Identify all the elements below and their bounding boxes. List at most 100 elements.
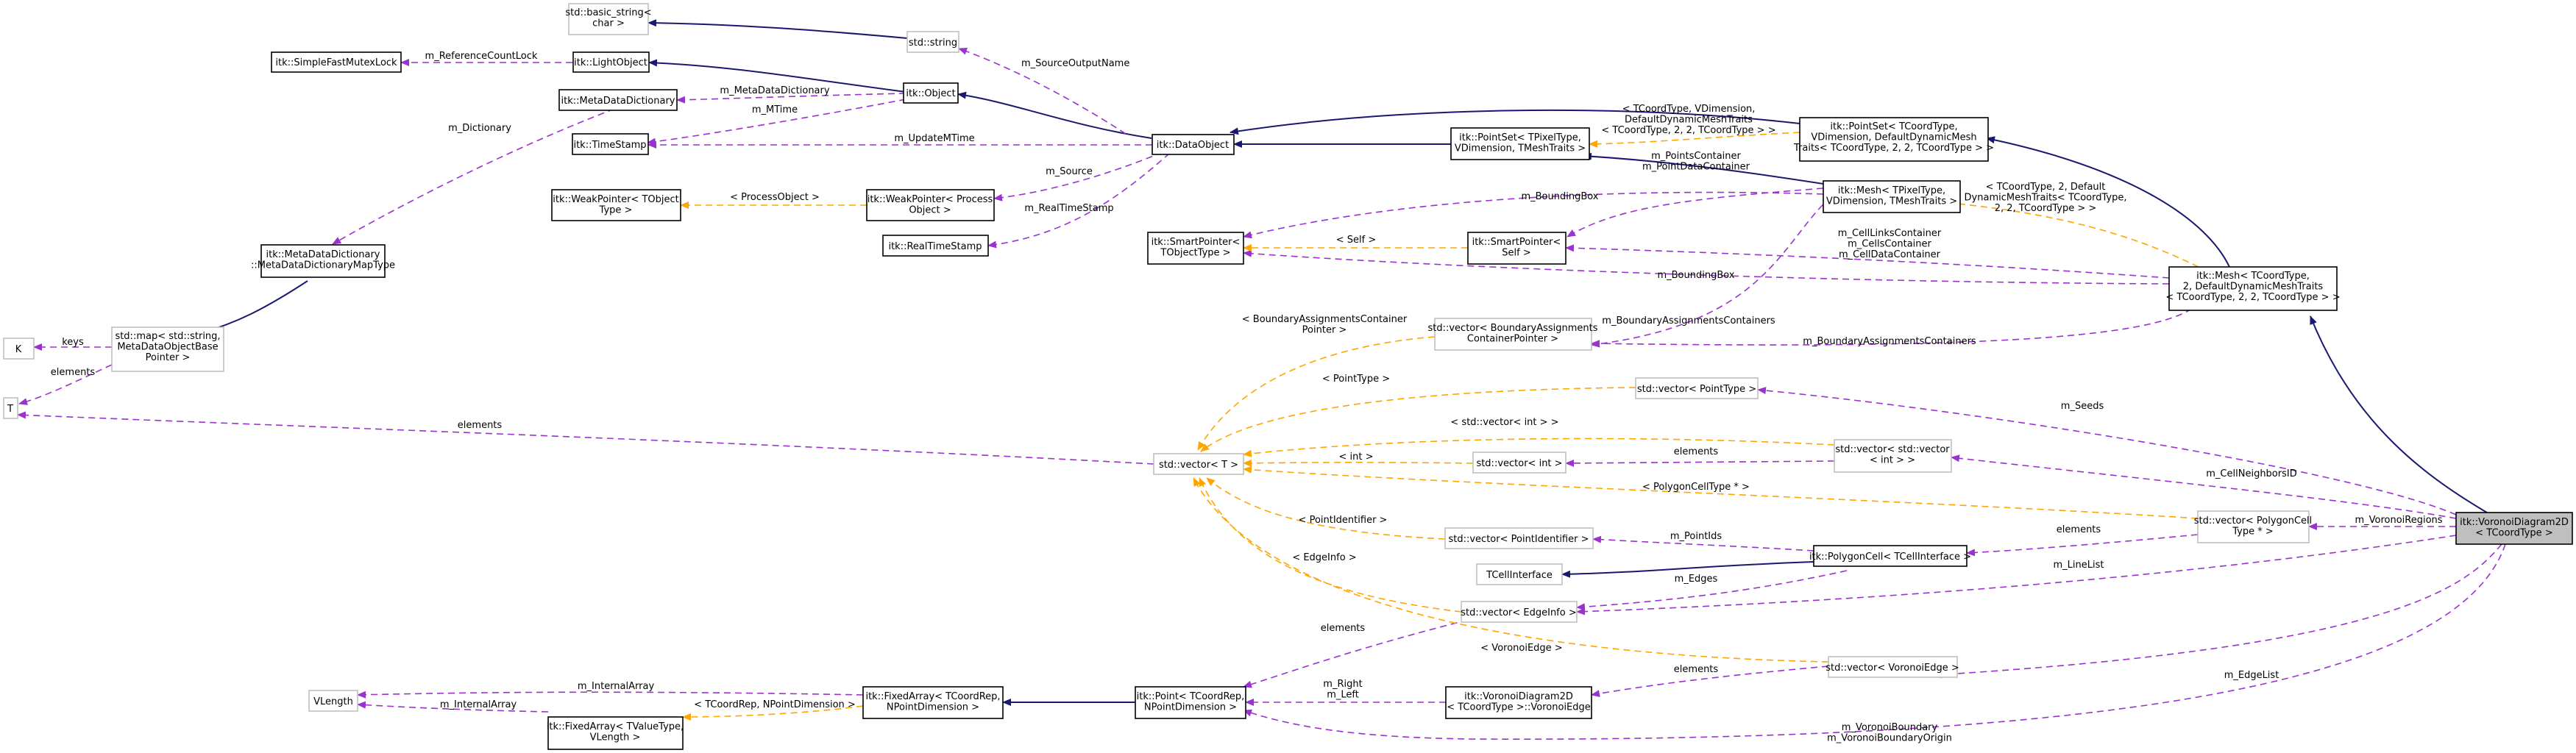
text-line: < TCoordType, VDimension,	[1622, 104, 1756, 115]
text-line: Type * >	[2232, 527, 2274, 538]
node-tcell-interface[interactable]: TCellInterface	[1476, 563, 1563, 585]
text-line: itk::SmartPointer<	[1152, 237, 1241, 248]
node-basic-string[interactable]: std::basic_string<char >	[565, 3, 652, 35]
node-vector-voronoi-edge[interactable]: std::vector< VoronoiEdge >	[1825, 656, 1959, 678]
edge-use-source-output-name	[958, 48, 1126, 135]
edge-label-elements-map: elements	[51, 367, 96, 378]
edge-use-mtime	[647, 99, 906, 146]
node-mesh-tcoord[interactable]: itk::Mesh< TCoordType,2, DefaultDynamicM…	[2165, 266, 2341, 311]
node-vlength[interactable]: VLength	[308, 690, 358, 712]
text-line: m_VoronoiRegions	[2355, 515, 2442, 526]
text-line: m_BoundaryAssignmentsContainers	[1602, 315, 1775, 326]
edge-use-seeds	[1757, 387, 2457, 515]
text-line: itk::FixedArray< TCoordRep,	[865, 691, 1000, 702]
text-line: std::vector< std::vector	[1835, 444, 1950, 455]
text-line: elements	[2057, 524, 2101, 535]
svg-text:T: T	[7, 404, 13, 415]
text-line: itk::Object	[906, 88, 955, 99]
svg-text:itk::LightObject: itk::LightObject	[574, 57, 647, 68]
node-point-set-tpixel[interactable]: itk::PointSet< TPixelType,VDimension, TM…	[1450, 127, 1590, 160]
text-line: < int > >	[1870, 455, 1915, 466]
edge-label-keys: keys	[62, 337, 84, 348]
svg-text:itk::WeakPointer< ProcessObjec: itk::WeakPointer< ProcessObject >	[867, 194, 993, 216]
text-line: elements	[1321, 623, 1366, 634]
text-line: char >	[592, 18, 625, 29]
text-line: m_CellDataContainer	[1839, 249, 1941, 260]
edge-tpl-point-identifier	[1206, 477, 1446, 540]
text-line: std::vector< BoundaryAssignments	[1427, 323, 1597, 334]
text-line: itk::MetaDataDictionary	[266, 249, 380, 260]
edge-tpl-point-set	[1589, 132, 1800, 148]
text-line: m_MetaDataDictionary	[720, 85, 829, 96]
node-fixed-array-tcoord[interactable]: itk::FixedArray< TCoordRep,NPointDimensi…	[862, 686, 1004, 719]
edge-label-voronoi-regions: m_VoronoiRegions	[2355, 515, 2442, 526]
edge-label-point-type-tpl: < PointType >	[1322, 374, 1390, 385]
node-mesh-tpixel[interactable]: itk::Mesh< TPixelType,VDimension, TMeshT…	[1823, 180, 1961, 213]
edge-use-bounding-box-1	[1243, 191, 1824, 239]
svg-text:itk::Point< TCoordRep,NPointDi: itk::Point< TCoordRep,NPointDimension >	[1137, 691, 1245, 713]
node-voronoi-edge-class[interactable]: itk::VoronoiDiagram2D< TCoordType >::Vor…	[1445, 686, 1592, 719]
node-std-map[interactable]: std::map< std::string,MetaDataObjectBase…	[111, 326, 224, 372]
text-line: m_VoronoiBoundaryOrigin	[1827, 733, 1952, 744]
node-t[interactable]: T	[3, 397, 18, 419]
node-vector-point-identifier[interactable]: std::vector< PointIdentifier >	[1444, 527, 1594, 549]
edge-use-edges	[1576, 570, 1848, 611]
svg-text:itk::MetaDataDictionary: itk::MetaDataDictionary	[561, 96, 675, 107]
node-point-set-tcoord[interactable]: itk::PointSet< TCoordType,VDimension, De…	[1793, 117, 1994, 162]
node-data-object[interactable]: itk::DataObject	[1152, 134, 1235, 155]
node-time-stamp[interactable]: itk::TimeStamp	[572, 133, 649, 155]
edge-tpl-bac	[1197, 336, 1436, 451]
edge-use-voronoi-boundary	[1243, 543, 2506, 740]
node-light-object[interactable]: itk::LightObject	[572, 51, 650, 73]
node-mdd-map-type[interactable]: itk::MetaDataDictionary::MetaDataDiction…	[251, 244, 395, 278]
edge-label-voronoi-edge-tpl: < VoronoiEdge >	[1480, 643, 1562, 654]
edge-label-edge-info-tpl: < EdgeInfo >	[1292, 552, 1356, 563]
text-line: itk::VoronoiDiagram2D	[1464, 691, 1573, 702]
svg-text:K: K	[15, 344, 22, 355]
text-line: m_VoronoiBoundary	[1842, 722, 1938, 733]
node-vector-vector-int[interactable]: std::vector< std::vector< int > >	[1834, 439, 1952, 473]
text-line: m_ReferenceCountLock	[425, 51, 538, 62]
node-simple-fast-mutex[interactable]: itk::SimpleFastMutexLock	[271, 51, 402, 73]
text-line: < TCoordRep, NPointDimension >	[694, 699, 856, 710]
text-line: m_SourceOutputName	[1021, 58, 1129, 69]
node-point-tcoord[interactable]: itk::Point< TCoordRep,NPointDimension >	[1135, 686, 1246, 719]
text-line: Object >	[909, 205, 951, 216]
node-smart-pointer-self[interactable]: itk::SmartPointer<Self >	[1467, 232, 1566, 265]
node-real-time-stamp[interactable]: itk::RealTimeStamp	[882, 235, 989, 257]
node-polygon-cell[interactable]: itk::PolygonCell< TCellInterface >	[1809, 545, 1971, 567]
text-line: itk::DataObject	[1157, 140, 1229, 151]
edge-label-mtime: m_MTime	[752, 104, 798, 115]
text-line: m_CellLinksContainer	[1838, 228, 1942, 239]
text-line: < TCoordType, 2, Default	[1986, 182, 2106, 193]
node-voronoi-diagram[interactable]: itk::VoronoiDiagram2D< TCoordType >	[2455, 512, 2573, 545]
edge-inherit-mdd-map-std-map	[199, 280, 308, 335]
node-vector-point-type[interactable]: std::vector< PointType >	[1635, 377, 1759, 399]
svg-text:std::vector< PolygonCellType *: std::vector< PolygonCellType * >	[2194, 515, 2313, 538]
node-fixed-array-tvalue[interactable]: itk::FixedArray< TValueType,VLength >	[547, 716, 684, 750]
edge-use-elements-t	[17, 411, 1154, 465]
svg-text:std::vector< std::vector< int: std::vector< std::vector< int > >	[1835, 444, 1950, 466]
node-meta-data-dictionary[interactable]: itk::MetaDataDictionary	[558, 89, 678, 111]
edge-label-edge-list: m_EdgeList	[2224, 670, 2279, 681]
text-line: < TCoordType >::VoronoiEdge	[1447, 702, 1591, 713]
edge-inherit-object-light-object	[648, 59, 906, 93]
node-k[interactable]: K	[3, 338, 35, 360]
node-object[interactable]: itk::Object	[903, 82, 959, 104]
text-line: std::vector< EdgeInfo >	[1461, 607, 1577, 618]
edge-inherit-mesh-tpixel-point-set-tpixel	[1583, 152, 1824, 185]
node-vector-t[interactable]: std::vector< T >	[1153, 453, 1244, 475]
node-vector-edge-info[interactable]: std::vector< EdgeInfo >	[1461, 601, 1578, 623]
node-smart-pointer-tobject[interactable]: itk::SmartPointer<TObjectType >	[1147, 232, 1244, 265]
text-line: < TCoordType, 2, 2, TCoordType > >	[1601, 125, 1775, 136]
node-vector-int[interactable]: std::vector< int >	[1472, 452, 1566, 474]
svg-text:std::basic_string<char >: std::basic_string<char >	[565, 7, 651, 29]
edge-label-elements-pc: elements	[2057, 524, 2101, 535]
text-line: m_Left	[1327, 690, 1359, 701]
node-string[interactable]: std::string	[906, 31, 959, 53]
text-line: itk::Point< TCoordRep,	[1137, 691, 1245, 702]
